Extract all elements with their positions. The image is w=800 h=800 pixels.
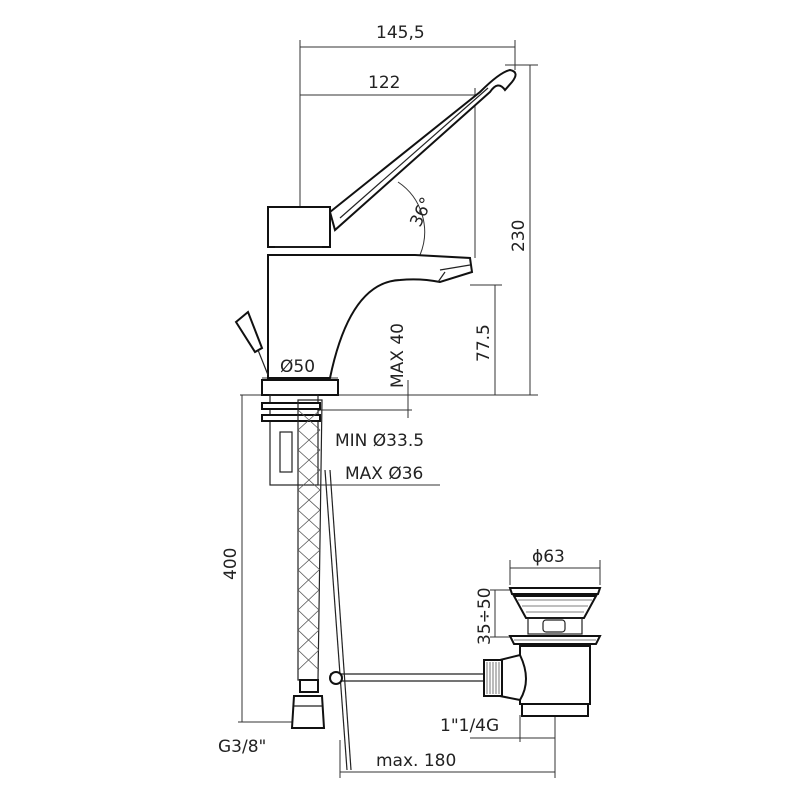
mounting-kit xyxy=(261,394,321,486)
label-waste-diameter: ϕ63 xyxy=(532,547,565,567)
faucet-base xyxy=(261,379,339,396)
label-waste-thread: 1"1/4G xyxy=(440,716,499,736)
faucet xyxy=(234,68,517,396)
label-lever-width: 122 xyxy=(368,73,400,93)
dim-lever-angle-arc xyxy=(397,181,426,256)
waste-plug xyxy=(508,587,602,595)
label-max-hole: MAX Ø36 xyxy=(345,464,423,484)
hose-nut xyxy=(290,695,326,729)
dimension-lines xyxy=(241,46,601,778)
faucet-body xyxy=(267,254,474,379)
pop-up-rod xyxy=(324,469,490,771)
label-waste-range: 35÷50 xyxy=(475,587,495,645)
pop-up-knob xyxy=(234,310,264,354)
label-overall-width: 145,5 xyxy=(376,23,425,43)
label-lever-angle: 36° xyxy=(406,194,437,230)
handle-base xyxy=(267,206,331,248)
label-min-hole: MIN Ø33.5 xyxy=(335,431,424,451)
pop-up-waste xyxy=(483,587,602,717)
label-max-deck: MAX 40 xyxy=(388,323,408,388)
label-overall-height: 230 xyxy=(509,220,529,252)
label-base-diameter: Ø50 xyxy=(280,357,315,377)
label-hose-length: 400 xyxy=(221,548,241,580)
label-spout-height: 77.5 xyxy=(474,324,494,362)
extension-lines xyxy=(238,40,538,723)
flexible-hose xyxy=(290,399,326,729)
clinical-lever xyxy=(328,68,517,232)
label-hose-thread: G3/8" xyxy=(218,737,266,757)
label-rod-length: max. 180 xyxy=(376,751,456,771)
dimension-labels: 145,5 122 36° 230 77.5 MAX 40 Ø50 MIN Ø3… xyxy=(218,23,565,771)
